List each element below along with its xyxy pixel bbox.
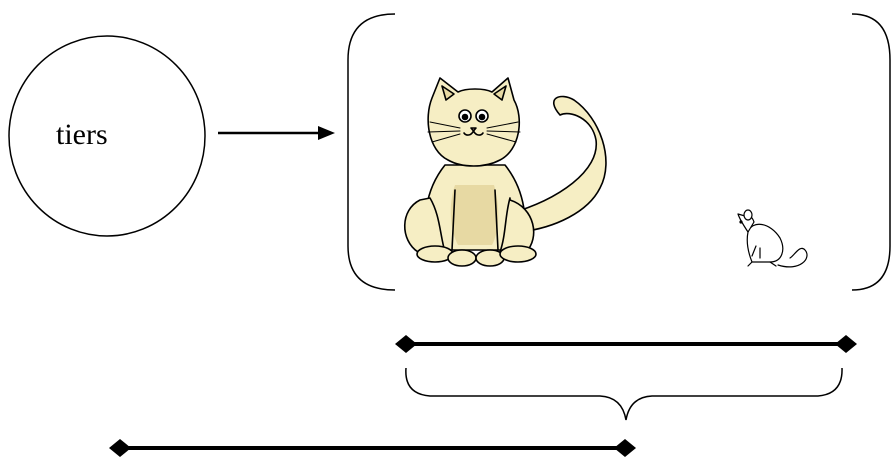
circle-label: tiers <box>56 118 108 151</box>
upper-right-diamond-marker <box>835 335 857 353</box>
tiers-circle <box>8 35 206 237</box>
upper-left-diamond-marker <box>395 335 417 353</box>
lower-segment <box>109 439 636 457</box>
upper-segment <box>395 335 857 353</box>
lower-right-diamond-marker <box>614 439 636 457</box>
lower-left-diamond-marker <box>109 439 131 457</box>
rounded-bracket-box <box>347 13 891 291</box>
cat-illustration <box>404 77 607 267</box>
curly-brace <box>405 367 843 421</box>
arrow-connector <box>218 126 335 140</box>
mouse-illustration <box>737 209 808 268</box>
